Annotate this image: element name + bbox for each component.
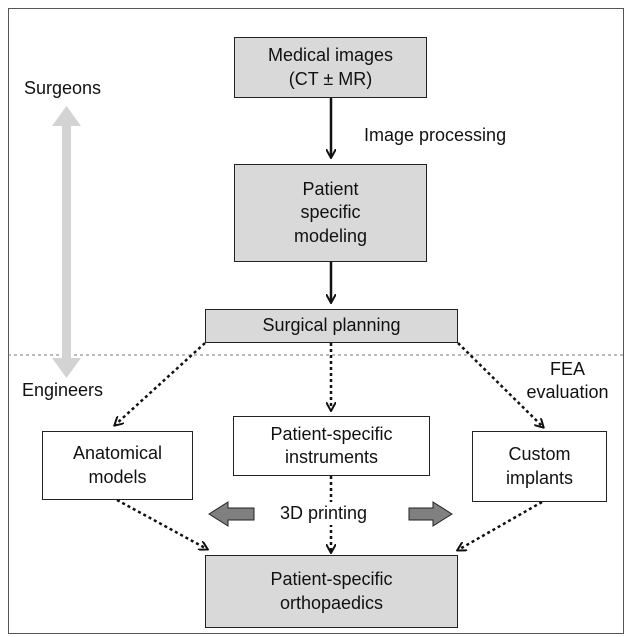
- surgical-planning-node: Surgical planning: [205, 309, 458, 343]
- surgeons-label: Surgeons: [24, 78, 102, 98]
- patient-specific-orthopaedics-node: Patient-specific orthopaedics: [205, 555, 458, 628]
- patient-specific-instruments-node: Patient-specific instruments: [233, 416, 430, 476]
- fea-evaluation-label: FEA evaluation: [526, 359, 609, 403]
- 3d-printing-label: 3D printing: [278, 502, 370, 526]
- patient-specific-modeling-node: Patient specific modeling: [234, 164, 427, 262]
- surgeons-engineers-double-arrow: [52, 106, 81, 378]
- engineers-label: Engineers: [22, 380, 104, 400]
- printing-left-arrow: [208, 501, 255, 527]
- medical-images-node: Medical images (CT ± MR): [234, 37, 427, 98]
- anatomical-models-node: Anatomical models: [42, 431, 193, 500]
- arrow-implants-to-orthopaedics: [458, 500, 543, 550]
- custom-implants-node: Custom implants: [472, 431, 607, 502]
- image-processing-label: Image processing: [364, 125, 507, 145]
- printing-right-arrow: [408, 501, 453, 527]
- arrow-anatomical-to-orthopaedics: [116, 498, 207, 549]
- arrow-planning-to-anatomical: [115, 342, 206, 425]
- arrow-planning-to-implants: [457, 342, 543, 427]
